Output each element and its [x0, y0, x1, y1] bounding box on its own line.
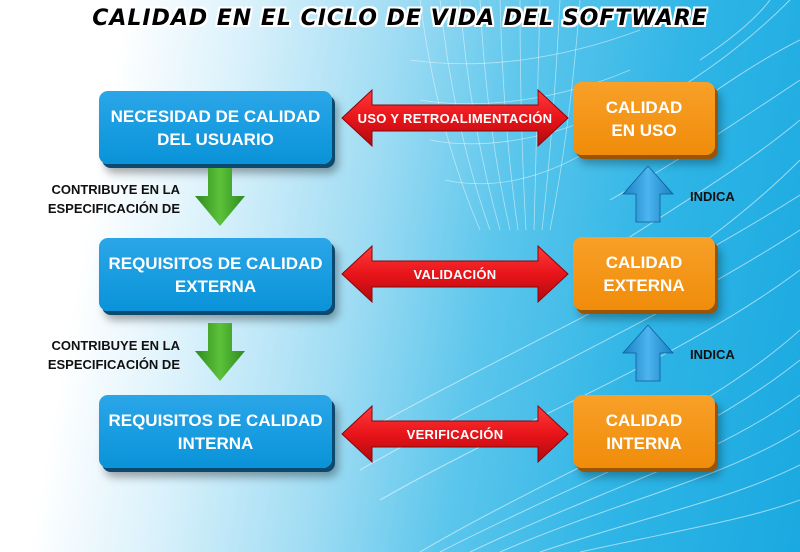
arrow-label: USO Y RETROALIMENTACIÓN [357, 110, 553, 126]
arrow-verificacion: VERIFICACIÓN [340, 403, 570, 465]
double-arrow-icon [341, 88, 569, 148]
double-arrow-icon [341, 404, 569, 464]
arrow-label: VALIDACIÓN [413, 266, 497, 282]
box-calidad-externa: CALIDAD EXTERNA [573, 237, 715, 310]
arrow-validacion: VALIDACIÓN [340, 243, 570, 305]
green-down-arrow-icon [195, 168, 245, 226]
blue-up-arrow-icon [622, 325, 674, 382]
blue-up-arrow-icon [622, 166, 674, 223]
double-arrow-icon [341, 244, 569, 304]
box-calidad-interna: CALIDAD INTERNA [573, 395, 715, 468]
contribuye-label-2: CONTRIBUYE EN LA ESPECIFICACIÓN DE [47, 338, 180, 372]
box-calidad-en-uso: CALIDAD EN USO [573, 82, 715, 155]
box-requisitos-calidad-interna: REQUISITOS DE CALIDAD INTERNA [99, 395, 332, 468]
diagram-title: CALIDAD EN EL CICLO DE VIDA DEL SOFTWARE [92, 6, 708, 31]
arrow-uso-retroalimentacion: USO Y RETROALIMENTACIÓN [340, 87, 570, 149]
box-requisitos-calidad-externa: REQUISITOS DE CALIDAD EXTERNA [99, 238, 332, 311]
green-down-arrow-icon [195, 323, 245, 381]
contribuye-label-1: CONTRIBUYE EN LA ESPECIFICACIÓN DE [47, 182, 180, 216]
indica-label-1: INDICA [690, 189, 735, 204]
box-necesidad-calidad-usuario: NECESIDAD DE CALIDAD DEL USUARIO [99, 91, 332, 164]
arrow-label: VERIFICACIÓN [406, 426, 504, 442]
indica-label-2: INDICA [690, 347, 735, 362]
